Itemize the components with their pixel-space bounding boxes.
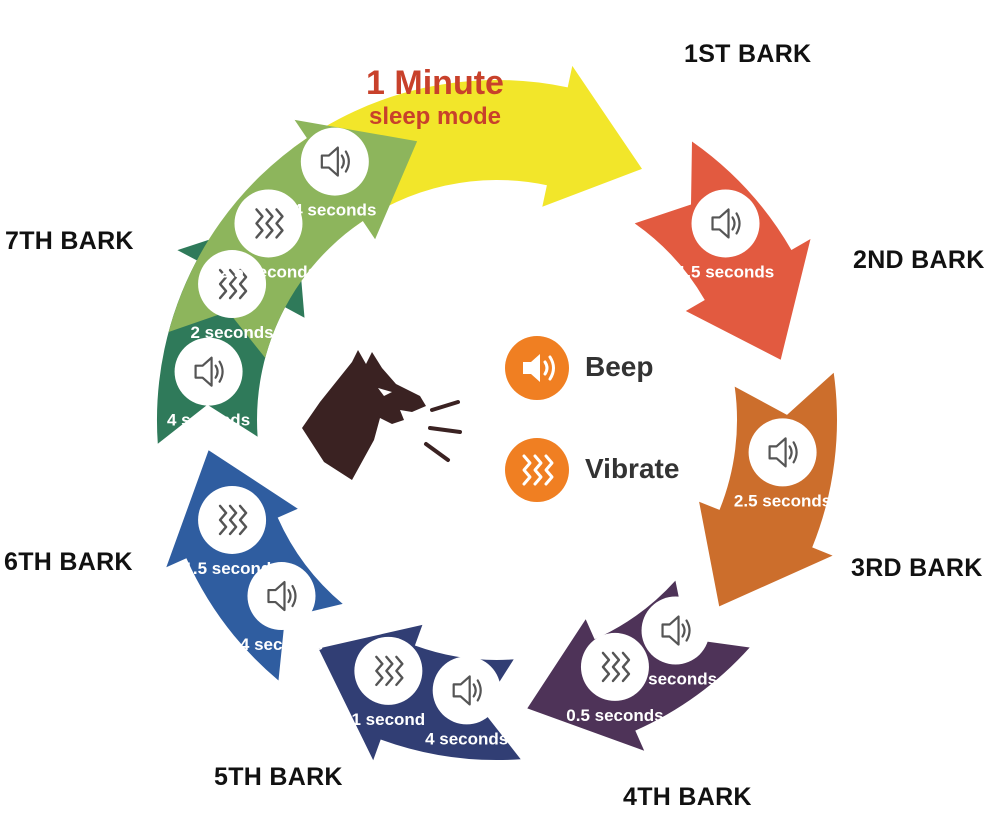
bark-5-beep-duration: 4 seconds xyxy=(240,635,323,654)
bark-2-beep: 2.5 seconds xyxy=(734,418,831,510)
sleep-mode-label: sleep mode xyxy=(368,103,502,130)
bark-4-beep: 4 seconds xyxy=(425,656,508,748)
bark-5-beep: 4 seconds xyxy=(240,562,323,654)
bark-label-3: 3RD BARK xyxy=(851,554,983,582)
bark-6-beep: 4 seconds xyxy=(167,337,250,430)
legend-beep-label: Beep xyxy=(585,351,654,382)
bark-1-beep: 1.5 seconds xyxy=(677,189,774,281)
vibration-icon xyxy=(354,636,423,705)
legend-vibrate-icon xyxy=(505,438,569,502)
bark-label-1: 1ST BARK xyxy=(684,40,812,68)
bark-arrow-2 xyxy=(699,372,837,607)
sleep-duration-label: 1 Minute xyxy=(366,64,504,102)
speaker-icon xyxy=(300,127,369,196)
bark-6-beep-duration: 4 seconds xyxy=(167,411,250,430)
bark-6-vibrate: 2 seconds xyxy=(190,250,274,342)
bark-2-beep-duration: 2.5 seconds xyxy=(734,491,831,510)
vibration-icon xyxy=(198,485,267,554)
bark-label-4: 4TH BARK xyxy=(623,783,752,811)
bark-5-vibrate-duration: 1.5 seconds xyxy=(183,559,280,578)
speaker-icon xyxy=(748,418,817,487)
bark-label-5: 5TH BARK xyxy=(214,763,343,791)
speaker-icon xyxy=(174,337,243,406)
speaker-icon xyxy=(247,562,316,631)
bark-7-vibrate-duration: 2.5 seconds xyxy=(220,262,317,281)
speaker-icon xyxy=(432,656,501,725)
vibration-icon xyxy=(198,250,267,319)
bark-3-beep-duration: 4 seconds xyxy=(634,670,717,689)
bark-4-vibrate: 1 second xyxy=(352,636,426,729)
bark-4-vibrate-duration: 1 second xyxy=(352,710,426,729)
bark-3-beep: 4 seconds xyxy=(634,596,717,689)
bark-7-beep: 4 seconds xyxy=(293,127,376,220)
legend-beep-icon xyxy=(505,336,569,400)
bark-label-2: 2ND BARK xyxy=(853,246,985,274)
bark-3-vibrate: 0.5 seconds xyxy=(566,632,664,725)
bark-1-beep-duration: 1.5 seconds xyxy=(677,262,774,281)
bark-4-beep-duration: 4 seconds xyxy=(425,729,508,748)
legend-vibrate-label: Vibrate xyxy=(585,453,680,484)
bark-6-vibrate-duration: 2 seconds xyxy=(190,323,273,342)
bark-5-vibrate: 1.5 seconds xyxy=(183,485,281,578)
bark-7-vibrate: 2.5 seconds xyxy=(220,189,317,281)
vibration-icon xyxy=(234,189,303,258)
barking-dog-icon xyxy=(302,350,462,480)
bark-label-7: 7TH BARK xyxy=(5,227,134,255)
bark-label-6: 6TH BARK xyxy=(4,548,133,576)
bark-3-vibrate-duration: 0.5 seconds xyxy=(566,706,663,725)
vibration-icon xyxy=(580,632,649,701)
speaker-icon xyxy=(641,596,710,665)
speaker-icon xyxy=(691,189,760,258)
bark-7-beep-duration: 4 seconds xyxy=(293,201,376,220)
